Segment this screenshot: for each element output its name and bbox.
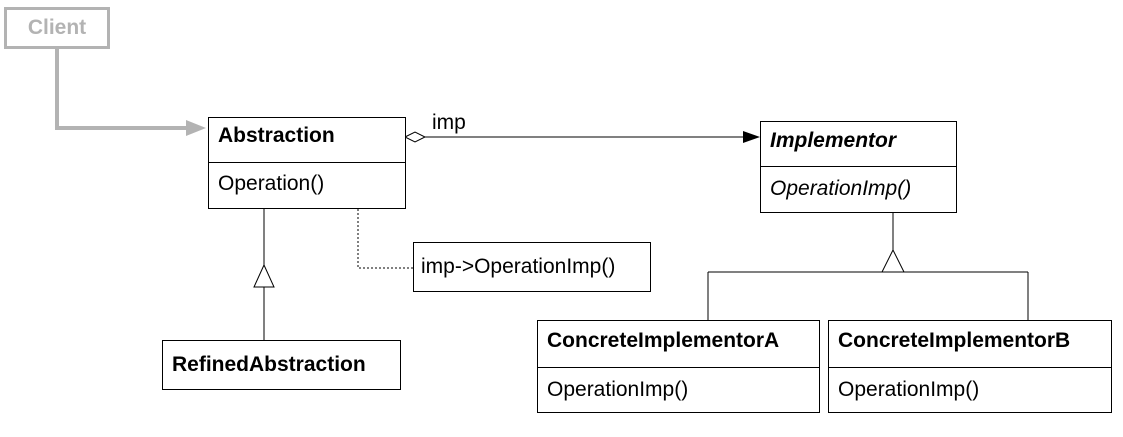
refined-abstraction-class: RefinedAbstraction xyxy=(162,340,401,390)
concrete-implementor-a-name: ConcreteImplementorA xyxy=(547,329,780,352)
abstraction-class: Abstraction Operation() xyxy=(208,117,406,209)
association-arrowhead xyxy=(743,131,760,143)
note-connector-line xyxy=(357,193,413,269)
concrete-implementor-b-operation: OperationImp() xyxy=(829,367,1111,412)
aggregation-diamond xyxy=(403,131,427,143)
client-label: Client xyxy=(27,16,87,39)
association-label: imp xyxy=(432,111,466,134)
concrete-implementor-b-name: ConcreteImplementorB xyxy=(838,329,1071,352)
concrete-implementor-a-operation: OperationImp() xyxy=(538,367,819,412)
client-dependency-line xyxy=(55,49,190,130)
note-box: imp->OperationImp() xyxy=(413,242,651,292)
concrete-implementor-a-class: ConcreteImplementorA OperationImp() xyxy=(537,320,820,413)
refined-abstraction-name: RefinedAbstraction xyxy=(172,353,366,376)
client-arrowhead xyxy=(186,120,206,136)
abstraction-operation: Operation() xyxy=(209,162,405,208)
note-text: imp->OperationImp() xyxy=(421,255,616,278)
refined-inheritance-triangle xyxy=(253,263,275,288)
implementor-name: Implementor xyxy=(770,129,897,152)
concrete-implementor-b-class: ConcreteImplementorB OperationImp() xyxy=(828,320,1112,413)
abstraction-name: Abstraction xyxy=(218,124,335,147)
implementor-operation: OperationImp() xyxy=(761,166,956,212)
client-box: Client xyxy=(4,7,110,49)
implementor-class: Implementor OperationImp() xyxy=(760,121,957,213)
implementor-inheritance-triangle xyxy=(881,248,905,273)
